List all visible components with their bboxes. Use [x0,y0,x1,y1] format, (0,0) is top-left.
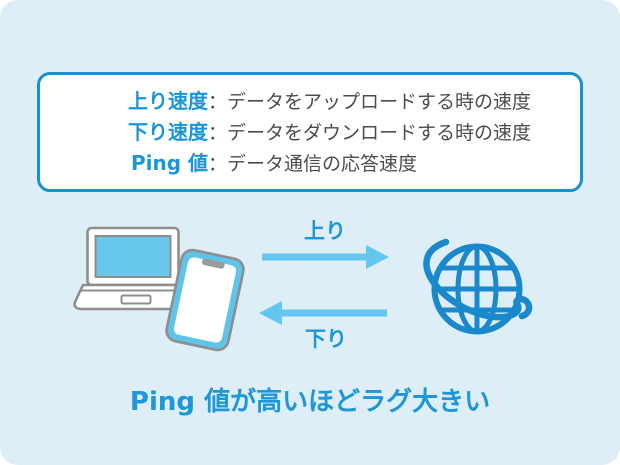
definition-download-speed: ：データをダウンロードする時の速度 [208,118,580,148]
right-arrow-icon [262,245,389,269]
definition-ping-value-text: データ通信の応答速度 [227,153,418,175]
phone-screen [173,257,237,343]
definition-ping-value: ：データ通信の応答速度 [208,149,580,179]
ping-caption: Ping 値が高いほどラグ大きい [129,387,491,417]
laptop-trackpad [120,294,152,305]
phone-notch [201,258,225,269]
globe-icon [423,238,533,335]
definition-download-speed-text: データをダウンロードする時の速度 [227,122,532,144]
smartphone-icon [165,248,245,352]
definitions-list: 上り速度 ：データをアップロードする時の速度 下り速度 ：データをダウンロードす… [40,75,580,179]
definitions-box: 上り速度 ：データをアップロードする時の速度 下り速度 ：データをダウンロードす… [37,72,583,192]
left-arrow-icon [259,301,387,325]
definition-upload-speed-text: データをアップロードする時の速度 [227,91,532,113]
separator-colon: ： [208,153,228,175]
separator-colon: ： [208,91,228,113]
definition-upload-speed: ：データをアップロードする時の速度 [208,87,580,117]
laptop-screen [94,235,172,278]
upload-label: 上り [304,219,346,243]
separator-colon: ： [208,122,228,144]
term-upload-speed: 上り速度 [128,89,208,113]
term-download-speed: 下り速度 [128,120,208,144]
devices-group [73,226,245,352]
laptop-icon [73,226,193,311]
term-ping-value: Ping 値 [130,151,208,175]
download-label: 下り [305,327,347,351]
